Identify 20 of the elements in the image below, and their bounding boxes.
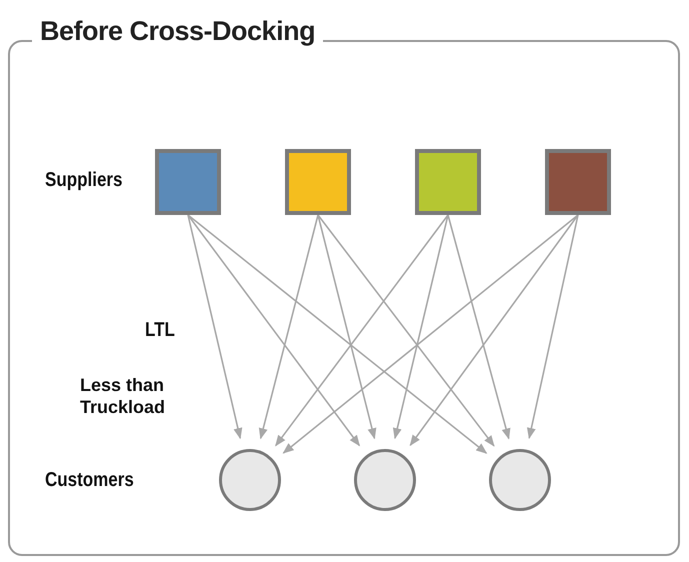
- supplier-square: [285, 149, 351, 215]
- supplier-square: [415, 149, 481, 215]
- arrow: [410, 214, 579, 446]
- supplier-square: [545, 149, 611, 215]
- arrow: [187, 214, 242, 440]
- arrow: [258, 214, 319, 440]
- arrow: [392, 214, 449, 440]
- arrow: [526, 214, 579, 440]
- arrow: [317, 214, 376, 440]
- arrow: [282, 214, 578, 454]
- arrow: [188, 214, 488, 454]
- text-label: Customers: [45, 468, 134, 492]
- arrow: [447, 214, 510, 440]
- text-label: Suppliers: [45, 168, 122, 192]
- text-label: Less than Truckload: [80, 375, 166, 418]
- arrow: [317, 214, 495, 447]
- arrow: [187, 214, 360, 446]
- arrow: [275, 214, 449, 446]
- text-label: LTL: [145, 318, 175, 342]
- supplier-square: [155, 149, 221, 215]
